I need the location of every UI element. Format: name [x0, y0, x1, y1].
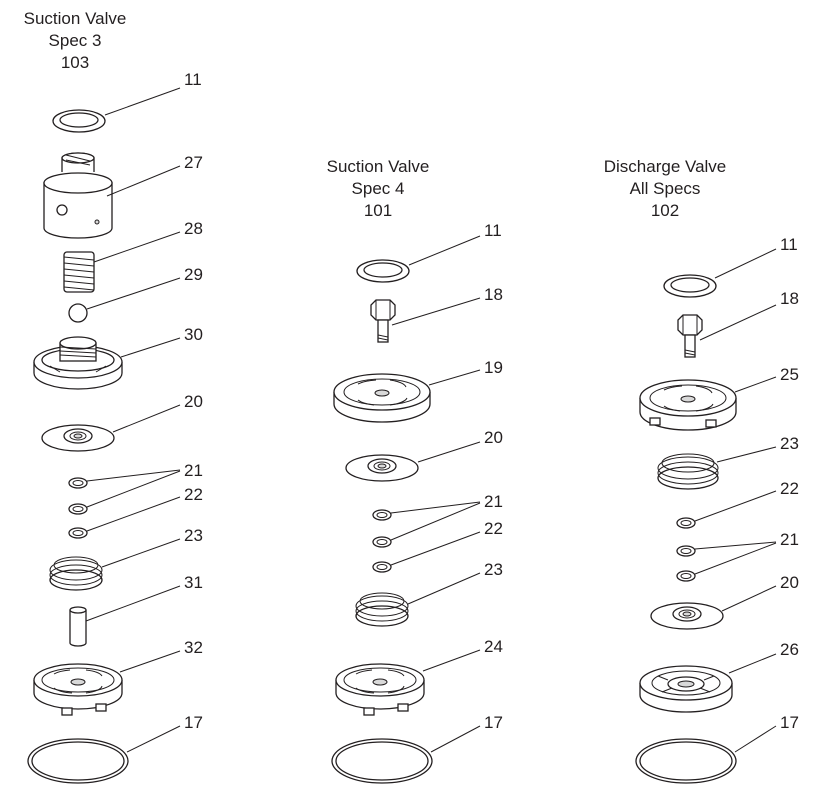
guide-pin-part	[69, 606, 87, 647]
callout-21: 21	[184, 461, 203, 480]
washer-part	[372, 536, 392, 548]
o-ring-part	[331, 738, 433, 784]
callout-18: 18	[780, 289, 799, 308]
callout-18: 18	[484, 285, 503, 304]
valve-guide-part	[33, 663, 123, 716]
bolt-part	[677, 314, 703, 358]
callout-30: 30	[184, 325, 203, 344]
callout-20: 20	[184, 392, 203, 411]
seal-ring-part	[356, 259, 410, 283]
valve-seat-part	[639, 379, 737, 431]
callout-23: 23	[484, 560, 503, 579]
washer-part	[68, 527, 88, 539]
washer-part	[676, 545, 696, 557]
callout-25: 25	[780, 365, 799, 384]
valve-plate-part	[345, 454, 419, 482]
valve-seat-part	[33, 336, 123, 390]
column-suction-spec4: 11 18 19 20 21 22 23 24 17	[331, 221, 503, 784]
valve-plate-part	[41, 424, 115, 452]
group-header-suction-spec3: Suction Valve Spec 3 103	[0, 8, 150, 74]
washer-part	[676, 517, 696, 529]
group-header-discharge: Discharge Valve All Specs 102	[590, 156, 740, 222]
callout-27: 27	[184, 153, 203, 172]
valve-guide-part	[335, 663, 425, 716]
group-number: 102	[650, 201, 680, 220]
callout-17: 17	[184, 713, 203, 732]
valve-guide-part	[639, 665, 733, 713]
spring-part	[63, 251, 95, 293]
washer-part	[676, 570, 696, 582]
callout-20: 20	[484, 428, 503, 447]
callout-17: 17	[780, 713, 799, 732]
bolt-part	[370, 299, 396, 343]
callout-22: 22	[184, 485, 203, 504]
callout-11: 11	[780, 235, 798, 254]
seal-ring-part	[52, 109, 106, 133]
group-spec: Spec 3	[48, 31, 102, 50]
callout-31: 31	[184, 573, 203, 592]
callout-20: 20	[780, 573, 799, 592]
callout-17: 17	[484, 713, 503, 732]
coil-spring-part	[49, 556, 103, 591]
group-title: Discharge Valve	[603, 157, 727, 176]
callout-19: 19	[484, 358, 503, 377]
group-title: Suction Valve	[23, 9, 127, 28]
callout-23: 23	[184, 526, 203, 545]
column-suction-spec3: 11 27 28 29 30 20 21 22 23 31 32 17	[27, 70, 203, 784]
coil-spring-part	[355, 592, 409, 627]
callout-29: 29	[184, 265, 203, 284]
washer-part	[68, 503, 88, 515]
coil-spring-part	[657, 453, 719, 490]
column-discharge: 11 18 25 23 22 21 20 26 17	[635, 235, 799, 784]
callout-11: 11	[184, 70, 202, 89]
callout-11: 11	[484, 221, 502, 240]
valve-ball-part	[68, 303, 88, 323]
valve-plate-part	[650, 602, 724, 630]
callout-24: 24	[484, 637, 503, 656]
group-spec: All Specs	[629, 179, 701, 198]
callout-28: 28	[184, 219, 203, 238]
washer-part	[372, 561, 392, 573]
callout-21: 21	[484, 492, 503, 511]
callout-32: 32	[184, 638, 203, 657]
callout-22: 22	[780, 479, 799, 498]
group-spec: Spec 4	[351, 179, 405, 198]
washer-part	[372, 509, 392, 521]
callout-22: 22	[484, 519, 503, 538]
group-number: 101	[363, 201, 393, 220]
group-header-suction-spec4: Suction Valve Spec 4 101	[303, 156, 453, 222]
valve-cage-part	[43, 152, 113, 239]
washer-part	[68, 477, 88, 489]
group-title: Suction Valve	[326, 157, 430, 176]
valve-seat-part	[333, 373, 431, 423]
o-ring-part	[27, 738, 129, 784]
o-ring-part	[635, 738, 737, 784]
callout-21: 21	[780, 530, 799, 549]
callout-23: 23	[780, 434, 799, 453]
group-number: 103	[60, 53, 90, 72]
seal-ring-part	[663, 274, 717, 298]
callout-26: 26	[780, 640, 799, 659]
